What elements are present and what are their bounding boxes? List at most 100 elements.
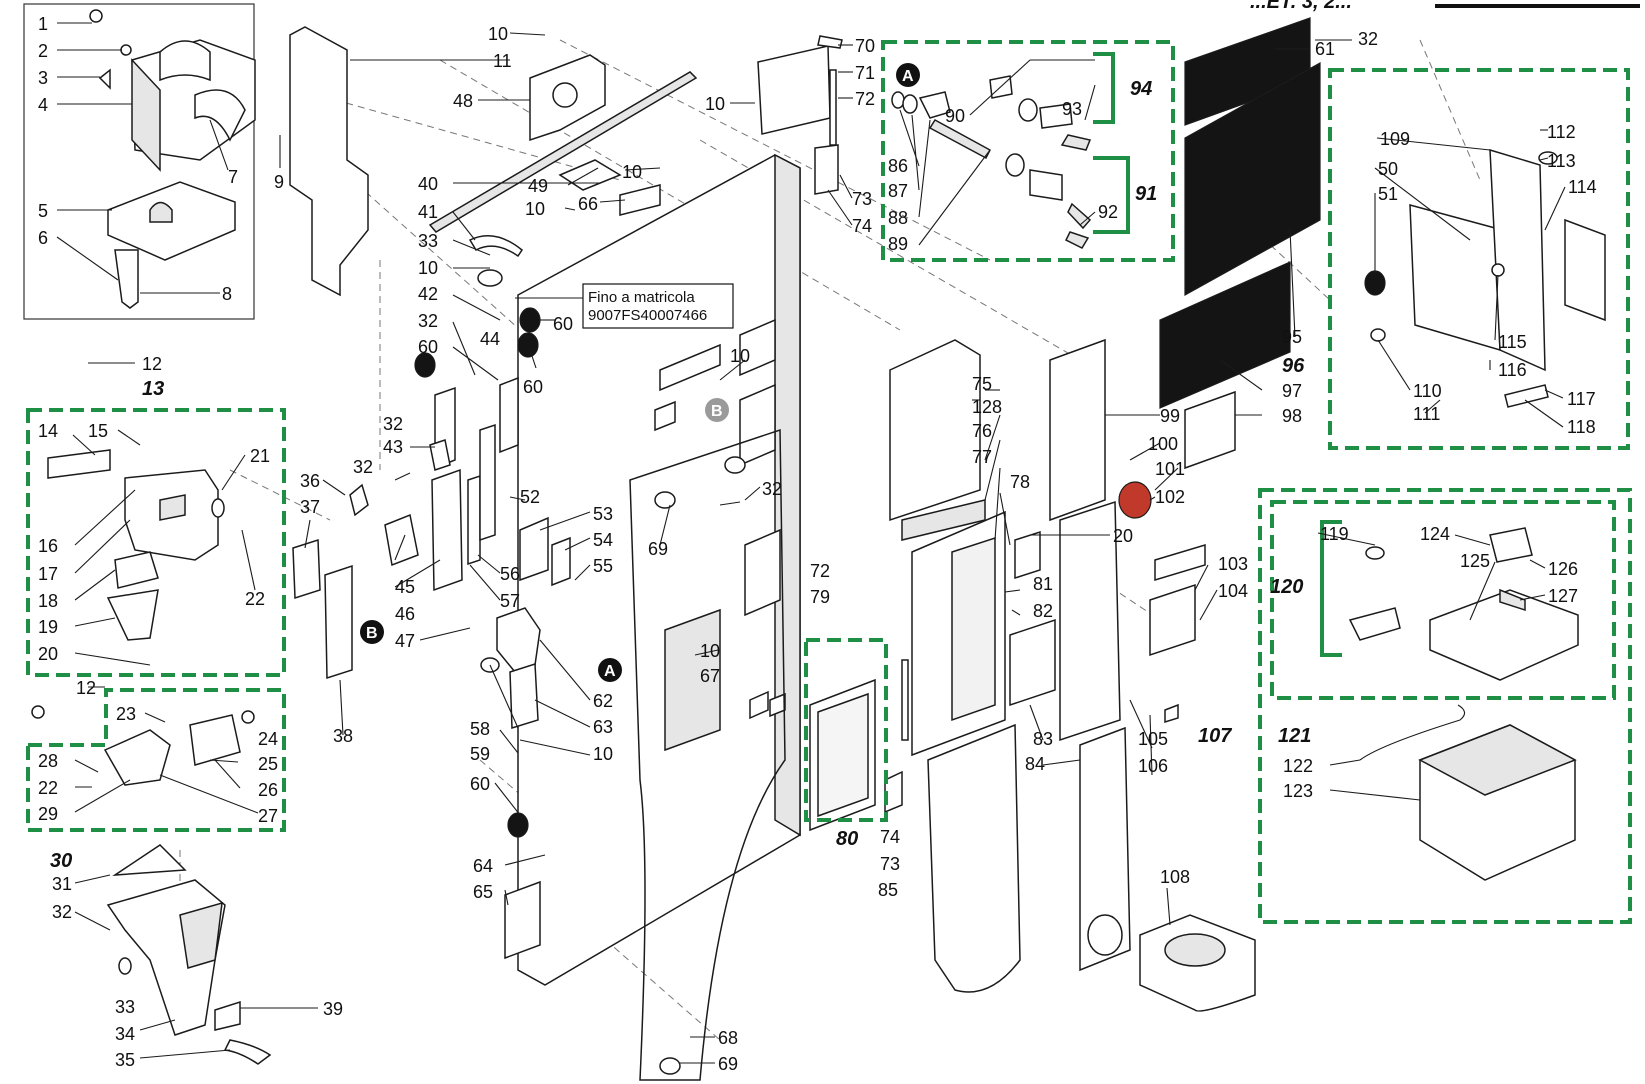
label-part-10-g: 10 [730,346,750,366]
label-part-97: 97 [1282,381,1302,401]
front-panel-part-68 [629,428,786,1081]
coin-tray [107,181,236,261]
label-part-27: 27 [258,806,278,826]
label-part-32-e: 32 [762,479,782,499]
serial-note-line2: 9007FS40007466 [588,307,707,324]
label-part-72-b: 72 [810,561,830,581]
label-part-105: 105 [1138,729,1168,749]
label-part-127: 127 [1548,586,1578,606]
label-part-95: 95 [1282,327,1302,347]
label-part-93: 93 [1062,99,1082,119]
label-part-67: 67 [700,666,720,686]
group-120-bracket [1320,520,1342,657]
label-part-86: 86 [888,156,908,176]
label-part-58: 58 [470,719,490,739]
label-part-12-b: 12 [76,678,96,698]
svg-text:A: A [902,68,914,85]
label-part-102: 102 [1155,487,1185,507]
label-part-115: 115 [1498,332,1527,352]
label-part-47: 47 [395,631,415,651]
marker-b-left: B [360,620,384,644]
label-part-60-b: 60 [553,314,573,334]
label-part-10-e: 10 [593,744,613,764]
label-part-77: 77 [972,447,992,467]
coin-mechanism-housing [131,39,256,172]
label-part-22: 22 [245,589,265,609]
label-part-21: 21 [250,446,270,466]
label-part-17: 17 [38,564,58,584]
label-group-13: 13 [142,378,164,400]
label-part-32-b: 32 [418,311,438,331]
label-part-103: 103 [1218,554,1248,574]
group-13-box [26,408,286,677]
group-121-box [1270,500,1616,700]
group-107-parts [1348,527,1579,881]
label-part-100: 100 [1148,434,1178,454]
label-part-20: 20 [38,644,58,664]
label-part-24: 24 [258,729,278,749]
group-80-box [804,638,888,822]
group-107-box [1258,488,1632,924]
label-group-120: 120 [1270,576,1303,598]
label-part-32-d: 32 [353,457,373,477]
bracket-part-66 [619,184,661,216]
marker-a-top: A [896,63,920,87]
label-part-89: 89 [888,234,908,254]
group-30-box [26,688,286,832]
label-part-2: 2 [38,41,48,61]
leader-lines [56,22,1566,1064]
label-part-57: 57 [500,591,520,611]
label-part-109: 109 [1380,129,1410,149]
label-part-68: 68 [718,1028,738,1048]
label-part-20-b: 20 [1113,526,1133,546]
label-group-30: 30 [50,850,72,872]
label-part-116: 116 [1498,360,1527,380]
handle-part-41 [468,235,524,258]
bracket-part-6 [114,249,139,309]
label-part-124: 124 [1420,524,1450,544]
label-part-38: 38 [333,726,353,746]
label-part-50: 50 [1378,159,1398,179]
label-part-110: 110 [1413,381,1442,401]
label-part-92: 92 [1098,202,1118,222]
label-part-62: 62 [593,691,613,711]
label-part-126: 126 [1548,559,1578,579]
label-part-32-f: 32 [1358,29,1378,49]
label-part-44: 44 [480,329,500,349]
label-part-25: 25 [258,754,278,774]
label-part-36: 36 [300,471,320,491]
main-cabinet-panel [517,153,801,986]
label-part-16: 16 [38,536,58,556]
label-part-39: 39 [323,999,343,1019]
label-part-85: 85 [878,880,898,900]
label-part-66: 66 [578,194,598,214]
label-part-75: 75 [972,374,992,394]
label-part-43: 43 [383,437,403,457]
part-number-labels: 1 2 3 4 5 6 7 8 9 10 11 48 40 49 10 10 6… [38,14,1597,1074]
label-part-65: 65 [473,882,493,902]
label-part-71: 71 [855,63,875,83]
label-part-14: 14 [38,421,58,441]
label-part-113: 113 [1547,151,1576,171]
label-part-11: 11 [493,51,512,71]
label-part-56: 56 [500,564,520,584]
label-part-104: 104 [1218,581,1248,601]
label-part-34: 34 [115,1024,135,1044]
label-part-117: 117 [1567,389,1596,409]
label-part-123: 123 [1283,781,1313,801]
label-part-60-a: 60 [418,337,438,357]
serial-note-line1: Fino a matricola [588,289,695,306]
label-part-42: 42 [418,284,438,304]
label-part-10-f: 10 [700,641,720,661]
label-part-10-h: 10 [705,94,725,114]
label-part-28: 28 [38,751,58,771]
label-group-94: 94 [1130,78,1152,100]
label-part-128: 128 [972,397,1002,417]
label-part-7: 7 [228,167,238,187]
label-part-40: 40 [418,174,438,194]
label-part-78: 78 [1010,472,1030,492]
label-part-12: 12 [142,354,162,374]
serial-note: Fino a matricola 9007FS40007466 [515,283,734,329]
left-mount-components [292,269,571,960]
